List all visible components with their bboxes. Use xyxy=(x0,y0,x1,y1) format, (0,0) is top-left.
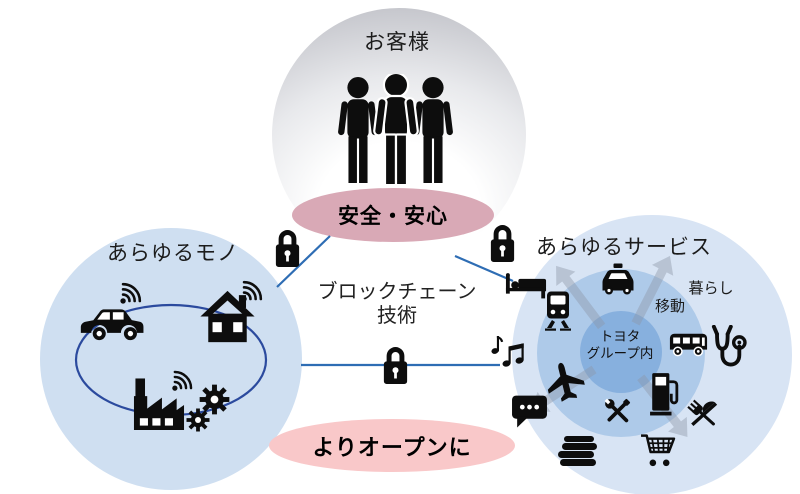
services-group-label-line1: トヨタ xyxy=(599,329,641,344)
things-title: あらゆるモノ xyxy=(107,242,239,265)
chat-bubble-icon xyxy=(512,395,547,428)
services-group-label-line2: グループ内 xyxy=(586,346,654,361)
wifi-icon xyxy=(119,282,142,305)
link-top-right xyxy=(454,254,514,283)
center-technology-label: ブロックチェーン 技術 xyxy=(318,280,477,328)
wifi-icon xyxy=(171,370,193,392)
people-group-icon xyxy=(337,74,454,184)
services-group-label: トヨタ グループ内 xyxy=(587,328,654,362)
repair-tools-icon xyxy=(602,396,632,426)
books-icon xyxy=(558,436,597,466)
bus-icon xyxy=(669,333,708,357)
services-title: あらゆるサービス xyxy=(536,236,712,259)
customers-title: お客様 xyxy=(364,31,430,54)
safety-badge-label: 安全・安心 xyxy=(338,205,448,228)
bed-icon xyxy=(505,273,547,299)
gear-icon xyxy=(186,408,210,432)
taxi-icon xyxy=(602,263,634,295)
services-mobility-label: 移動 xyxy=(654,298,686,315)
music-notes-icon xyxy=(490,336,525,367)
gear-icon xyxy=(199,384,230,415)
padlock-icon xyxy=(275,230,300,267)
connected-car-icon xyxy=(80,309,144,341)
train-icon xyxy=(545,291,571,331)
padlock-icon xyxy=(490,225,515,262)
link-top-left xyxy=(276,235,331,288)
fuel-pump-icon xyxy=(648,371,679,416)
services-circle-inner xyxy=(580,311,662,393)
padlock-icon xyxy=(383,347,408,384)
center-technology-line1: ブロックチェーン xyxy=(317,281,477,303)
safety-badge: 安全・安心 xyxy=(292,188,494,242)
open-badge-label: よりオープンに xyxy=(312,434,472,460)
stethoscope-icon xyxy=(711,325,747,367)
open-badge: よりオープンに xyxy=(269,419,515,472)
restaurant-icon xyxy=(687,398,719,429)
services-life-label: 暮らし xyxy=(688,280,734,297)
center-technology-line2: 技術 xyxy=(377,305,417,327)
shopping-cart-icon xyxy=(639,434,676,468)
wifi-icon xyxy=(240,280,263,303)
things-circle xyxy=(40,228,302,490)
